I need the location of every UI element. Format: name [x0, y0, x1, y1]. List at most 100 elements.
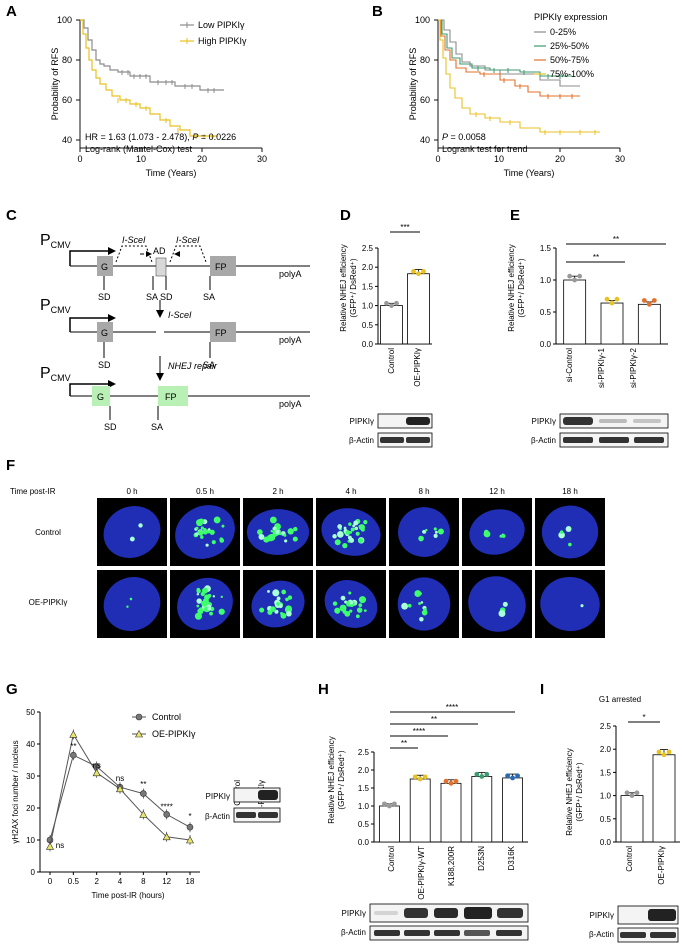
bar — [563, 279, 587, 345]
polya-label: polyA — [279, 335, 302, 345]
b-legend-item: 50%-75% — [550, 55, 589, 65]
sd-label: SD — [98, 292, 111, 302]
data-point — [474, 771, 480, 777]
data-point — [163, 811, 170, 818]
i-xlabel: OE-PIPKIγ — [657, 846, 666, 885]
data-point — [634, 790, 640, 796]
data-point — [656, 749, 662, 755]
data-point — [392, 801, 397, 807]
gamma-h2ax-focus — [209, 606, 215, 612]
sig-marker: * — [188, 812, 191, 821]
gamma-h2ax-focus — [434, 530, 438, 534]
bar — [652, 754, 676, 843]
y-tick-label: 2.0 — [600, 745, 612, 754]
data-point — [646, 301, 652, 307]
nucleus — [103, 506, 161, 558]
gamma-h2ax-focus — [194, 612, 203, 620]
fp-box-green — [158, 386, 188, 406]
b-legend-title: PIPKIγ expression — [534, 12, 608, 22]
gamma-h2ax-focus — [200, 526, 204, 530]
y-tick-label: 50 — [26, 708, 35, 717]
data-point — [70, 751, 77, 759]
data-point — [412, 774, 418, 780]
bar — [471, 776, 493, 843]
data-point — [567, 273, 573, 279]
blot-label: β-Actin — [349, 436, 374, 445]
gamma-h2ax-focus — [129, 597, 133, 601]
y-tick-label: 1.0 — [358, 802, 370, 811]
data-point — [389, 303, 394, 308]
sig-marker: ** — [431, 715, 437, 724]
gamma-h2ax-focus — [129, 536, 135, 542]
pcmv-label: PCMV — [40, 365, 71, 383]
panel-label-a: A — [6, 3, 17, 20]
gamma-h2ax-focus — [418, 535, 424, 542]
a-xtick: 10 — [136, 154, 146, 164]
g-label: G — [101, 262, 108, 272]
x-tick-label: 2 — [94, 877, 99, 886]
a-xlabel: Time (Years) — [146, 168, 197, 178]
sig-marker: ** — [401, 739, 407, 748]
pcmv-label: PCMV — [40, 297, 71, 315]
panel-label-c: C — [6, 207, 17, 224]
b-xtick: 10 — [494, 154, 504, 164]
nucleus — [468, 576, 526, 632]
sig-marker: ns — [92, 761, 100, 770]
e-ylabel2: (GFP⁺/ DsRed⁺) — [517, 258, 526, 317]
data-point — [624, 790, 630, 796]
y-tick-label: 2.5 — [600, 722, 612, 731]
x-tick-label: 0.5 — [68, 877, 80, 886]
gamma-h2ax-focus — [407, 603, 412, 608]
bar — [380, 305, 403, 345]
a-xtick: 0 — [77, 154, 82, 164]
gamma-h2ax-focus — [278, 603, 283, 609]
gamma-h2ax-focus — [580, 604, 584, 608]
data-point — [421, 269, 426, 274]
gamma-h2ax-focus — [363, 519, 368, 525]
data-point — [614, 296, 620, 302]
sasd-label: SA SD — [146, 292, 173, 302]
gamma-h2ax-focus — [270, 606, 276, 612]
data-point — [505, 773, 510, 779]
f-row-label: Control — [35, 528, 61, 537]
gamma-h2ax-focus — [201, 587, 208, 594]
b-ytick: 100 — [415, 15, 430, 25]
g-ylabel: γH2AX foci number / nucleus — [11, 740, 20, 843]
gamma-h2ax-focus — [334, 539, 341, 546]
gamma-h2ax-focus — [483, 530, 491, 538]
gamma-h2ax-focus — [565, 526, 572, 532]
gamma-h2ax-focus — [354, 526, 359, 531]
y-tick-label: 0.0 — [600, 838, 612, 847]
y-tick-label: 0.0 — [362, 340, 374, 349]
y-tick-label: 0 — [31, 868, 36, 877]
gamma-h2ax-focus — [276, 596, 281, 601]
panel-label-g: G — [6, 681, 18, 698]
nucleus — [541, 505, 599, 559]
g-label: G — [101, 328, 108, 338]
gamma-h2ax-focus — [138, 523, 143, 528]
a-xtick: 30 — [257, 154, 267, 164]
gamma-h2ax-focus — [418, 602, 422, 605]
gamma-h2ax-focus — [198, 518, 205, 525]
f-time-header: 4 h — [345, 487, 356, 496]
gamma-h2ax-focus — [259, 607, 265, 613]
gamma-h2ax-focus — [401, 602, 409, 610]
isce-label: I-SceI — [122, 235, 146, 245]
gamma-h2ax-focus — [284, 539, 288, 543]
gamma-h2ax-focus — [358, 603, 363, 608]
series-line — [49, 754, 191, 841]
bar — [637, 303, 661, 345]
pcmv-label: PCMV — [40, 232, 71, 250]
g-label: G — [97, 392, 104, 402]
b-ylabel: Probability of RFS — [408, 48, 418, 121]
data-point — [92, 768, 101, 777]
panel-label-b: B — [372, 3, 383, 20]
d-xlabel: OE-PIPKIγ — [413, 348, 422, 387]
gamma-h2ax-focus — [287, 595, 293, 600]
panel-label-h: H — [318, 681, 329, 698]
gamma-h2ax-focus — [293, 526, 298, 532]
bar-chart-h: Relative NHEJ efficiency (GFP⁺/ DsRed⁺) … — [327, 703, 529, 941]
gamma-h2ax-focus — [211, 540, 216, 545]
data-point — [162, 832, 171, 841]
